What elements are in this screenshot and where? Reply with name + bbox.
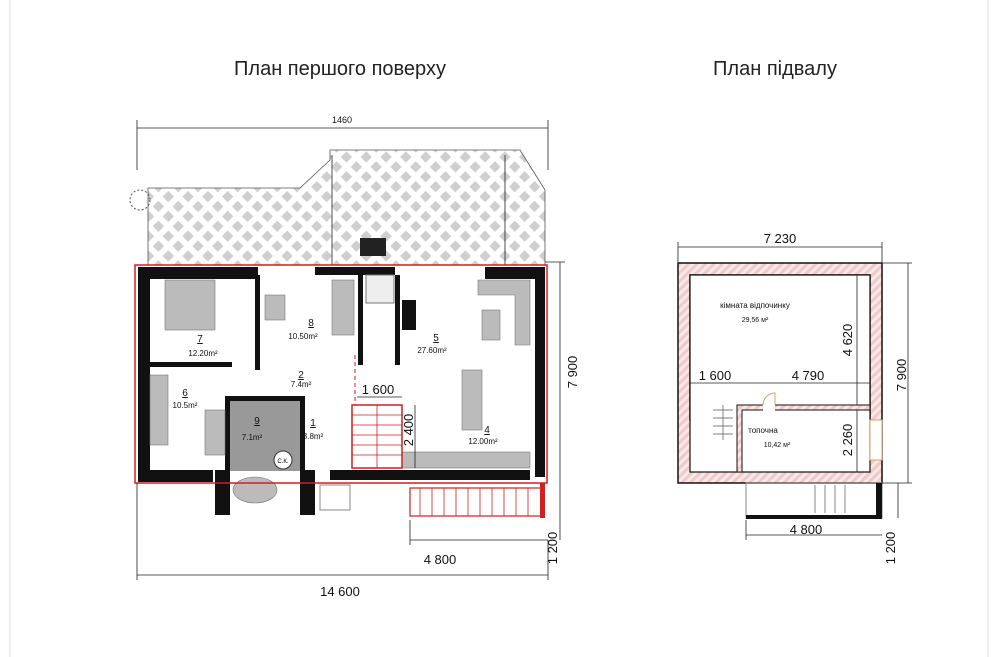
bathtub: [232, 476, 278, 504]
boiler-room-area: 10,42 м²: [764, 442, 791, 449]
wardrobe: [149, 374, 169, 446]
room-9-number: 9: [254, 416, 260, 427]
basement-dim-room-width: 4 790: [792, 368, 825, 383]
boiler: [273, 450, 293, 470]
basement-dim-right-height: 7 900: [894, 359, 909, 392]
room-7-area: 12.20m²: [188, 349, 218, 358]
room-8-number: 8: [308, 318, 314, 329]
basement-title: План підвалу: [713, 58, 837, 80]
room-9-area: 7.1m²: [242, 433, 263, 442]
dim-stair-length: 2 400: [401, 414, 416, 447]
boiler-room-walls: [736, 404, 871, 473]
rest-room-name: кімната відпочинку: [720, 301, 790, 310]
room-8-area: 10.50m²: [288, 332, 318, 341]
room-5-area: 27.60m²: [417, 346, 447, 355]
room-1-area: 3.8m²: [303, 432, 324, 441]
dim-stair-width: 1 600: [362, 382, 395, 397]
boiler-room-name: топочна: [748, 426, 778, 435]
room-1-number: 1: [310, 418, 316, 429]
rest-room-area: 29,56 м²: [742, 317, 769, 324]
room-7-number: 7: [197, 334, 203, 345]
dim-top: 1460: [332, 115, 352, 125]
plant-icon: [129, 189, 151, 211]
sofa: [331, 279, 355, 336]
corner-sofa: [477, 279, 531, 346]
room-4-number: 4: [484, 425, 490, 436]
boiler-label: С.К.: [277, 459, 288, 465]
basement-dim-stair-width: 1 600: [699, 368, 732, 383]
sofa: [204, 409, 226, 456]
dim-porch-width: 4 800: [424, 552, 457, 567]
basement-plan: 7 230 кімната відпочинку 29,56 м² топочн…: [677, 231, 912, 565]
room-2-number: 2: [298, 370, 304, 381]
basement-dim-top: 7 230: [764, 231, 797, 246]
basement-dim-porch-depth: 1 200: [883, 532, 898, 565]
ground-floor-title: План першого поверху: [234, 58, 446, 80]
dim-right-height: 7 900: [565, 356, 580, 389]
kitchen-counter: [401, 451, 531, 469]
ground-floor-plan: 1460 С.К.: [129, 115, 580, 599]
terrace: [147, 149, 546, 266]
basement-dim-porch-width: 4 800: [790, 522, 823, 537]
room-6-number: 6: [182, 388, 188, 399]
coffee-table: [481, 309, 501, 341]
porch-stair: [409, 487, 543, 517]
basement-porch: [745, 482, 883, 519]
room-4-area: 12.00m²: [468, 437, 498, 446]
room-2-area: 7.4m²: [291, 380, 312, 389]
basement-dim-boiler-height: 2 260: [840, 424, 855, 457]
basement-dim-inner-height: 4 620: [840, 324, 855, 357]
desk: [264, 294, 286, 321]
room-6-area: 10.5m²: [173, 401, 198, 410]
dim-porch-depth: 1 200: [545, 532, 560, 565]
floor-outline: [134, 264, 548, 484]
dining-table: [461, 369, 483, 431]
dim-bottom-width: 14 600: [320, 584, 360, 599]
grill: [360, 238, 386, 256]
room-5-number: 5: [433, 333, 439, 344]
shower: [365, 274, 395, 304]
entrance-steps: [319, 484, 351, 511]
bed: [164, 279, 216, 331]
